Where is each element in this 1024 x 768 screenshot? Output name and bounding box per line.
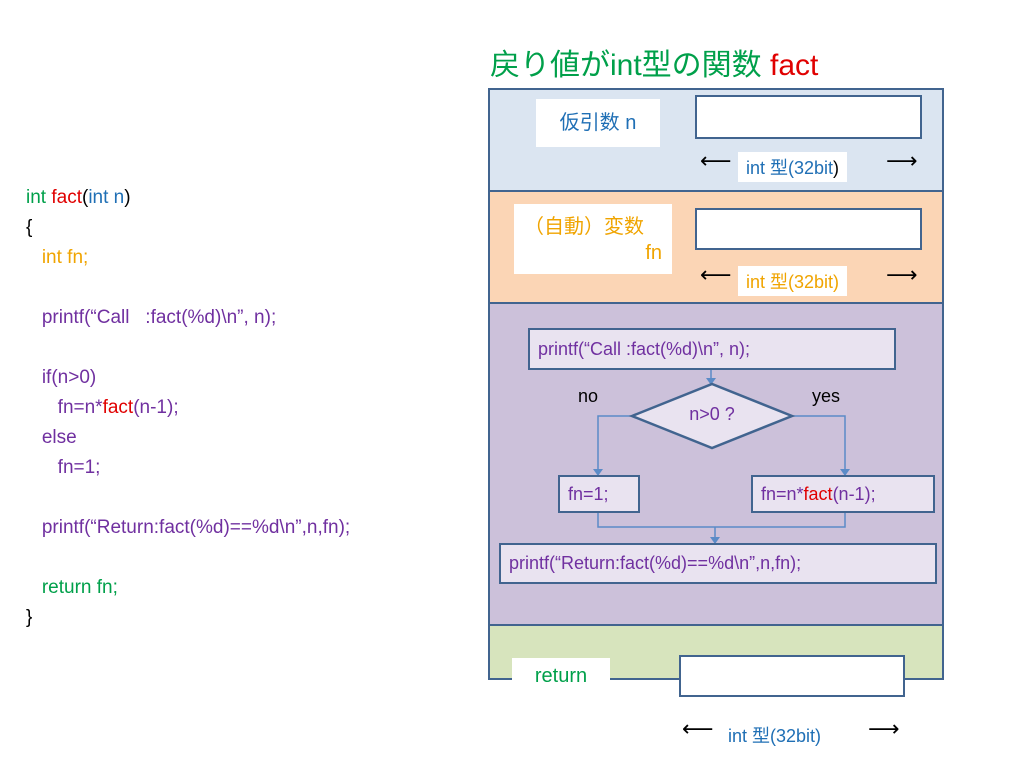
no-label: no xyxy=(578,386,599,406)
right-arrow-icon: ⟶ xyxy=(868,716,900,741)
auto-var-bits: int 型(32bit) xyxy=(738,266,848,296)
flow-assign-post: (n-1); xyxy=(832,483,876,504)
flow-printf-call: printf(“Call :fact(%d)\n”, n); xyxy=(528,328,896,370)
connector-line xyxy=(597,513,846,528)
auto-var-name: fn xyxy=(645,242,662,264)
code-brace: } xyxy=(26,607,33,628)
connector-line xyxy=(792,415,846,475)
flow-assign-fact: fact xyxy=(803,483,833,504)
right-arrow-icon: ⟶ xyxy=(886,262,918,287)
return-label-box: return xyxy=(512,658,610,694)
code-func-name: fact xyxy=(51,187,82,208)
code-signature: int fact(int n) xyxy=(26,183,350,213)
return-bottom-line-right xyxy=(904,678,944,680)
flow-fn-one-text: fn=1; xyxy=(568,483,609,504)
param-label-box: 仮引数 n xyxy=(536,99,660,147)
flow-printf-call-text: printf(“Call :fact(%d)\n”, n); xyxy=(538,338,751,359)
code-paren: ( xyxy=(81,187,89,208)
code-assign-post: (n-1); xyxy=(133,397,179,418)
title-text: 戻り値がint型の関数 xyxy=(490,49,771,82)
param-bits-text: int 型(32bit xyxy=(746,158,834,178)
code-param-type: int xyxy=(88,187,114,208)
diagram-title: 戻り値がint型の関数 fact xyxy=(490,40,818,84)
code-assign-pre: fn=n* xyxy=(26,397,103,418)
decision-diamond xyxy=(628,382,796,450)
arrowhead-icon xyxy=(710,537,720,544)
code-fn-one: fn=1; xyxy=(26,457,101,478)
arrowhead-icon xyxy=(706,378,716,385)
flow-printf-return: printf(“Return:fact(%d)==%d\n”,n,fn); xyxy=(499,543,937,584)
auto-var-value-field xyxy=(695,208,922,250)
param-bits: int 型(32bit) xyxy=(738,152,848,182)
right-arrow-icon: ⟶ xyxy=(886,148,918,173)
param-label: 仮引数 n xyxy=(559,112,637,134)
code-return: return fn; xyxy=(26,577,118,598)
code-param-name: n xyxy=(113,187,125,208)
left-arrow-icon: ⟵ xyxy=(682,716,714,741)
flow-fn-assign: fn=n*fact(n-1); xyxy=(751,475,935,513)
decision-condition: n>0 ? xyxy=(689,404,735,424)
code-assign-fact: fact xyxy=(102,397,134,418)
code-decl: int fn; xyxy=(26,247,89,268)
arrowhead-icon xyxy=(840,469,850,476)
flow-printf-return-text: printf(“Return:fact(%d)==%d\n”,n,fn); xyxy=(509,553,802,573)
return-label: return xyxy=(534,665,588,687)
code-printf-call: printf(“Call :fact(%d)\n”, n); xyxy=(26,307,277,328)
param-value-field xyxy=(695,95,922,139)
param-section: 仮引数 n ⟵ int 型(32bit) ⟶ xyxy=(488,88,944,192)
auto-var-label-box: （自動）変数 fn xyxy=(514,204,672,274)
yes-label: yes xyxy=(812,386,841,406)
flow-fn-one: fn=1; xyxy=(558,475,640,513)
return-bits: int 型(32bit) xyxy=(720,720,830,750)
title-fact: fact xyxy=(770,49,819,82)
param-bits-close: ) xyxy=(833,158,840,178)
left-arrow-icon: ⟵ xyxy=(700,262,732,287)
source-code: int fact(int n){ int fn; printf(“Call :f… xyxy=(26,183,350,633)
code-keyword-int: int xyxy=(26,187,52,208)
code-if: if(n>0) xyxy=(26,367,97,388)
code-paren: ) xyxy=(124,187,131,208)
code-brace: { xyxy=(26,217,33,238)
code-assign: fn=n*fact(n-1); xyxy=(26,393,350,423)
code-printf-return: printf(“Return:fact(%d)==%d\n”,n,fn); xyxy=(26,517,351,538)
arrowhead-icon xyxy=(593,469,603,476)
code-else: else xyxy=(26,427,77,448)
connector-line xyxy=(597,415,632,475)
left-arrow-icon: ⟵ xyxy=(700,148,732,173)
auto-var-label: （自動）変数 xyxy=(524,216,644,238)
return-value-field xyxy=(679,655,905,697)
flow-assign-pre: fn=n* xyxy=(761,483,804,504)
